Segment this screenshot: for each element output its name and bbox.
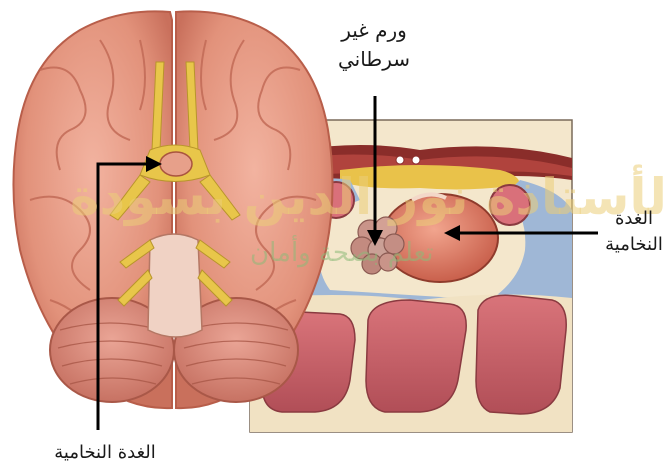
pituitary-right-label: الغدة النخامية bbox=[604, 206, 664, 258]
brain-inferior-view bbox=[13, 11, 332, 408]
pituitary-right-line2: النخامية bbox=[604, 232, 664, 258]
tumor-label: ورم غير سرطاني bbox=[326, 16, 422, 74]
tumor-label-line2: سرطاني bbox=[326, 45, 422, 74]
pituitary-bottom-label: الغدة النخامية bbox=[40, 440, 170, 466]
tumor-label-line1: ورم غير bbox=[326, 16, 422, 45]
pituitary-right-line1: الغدة bbox=[604, 206, 664, 232]
